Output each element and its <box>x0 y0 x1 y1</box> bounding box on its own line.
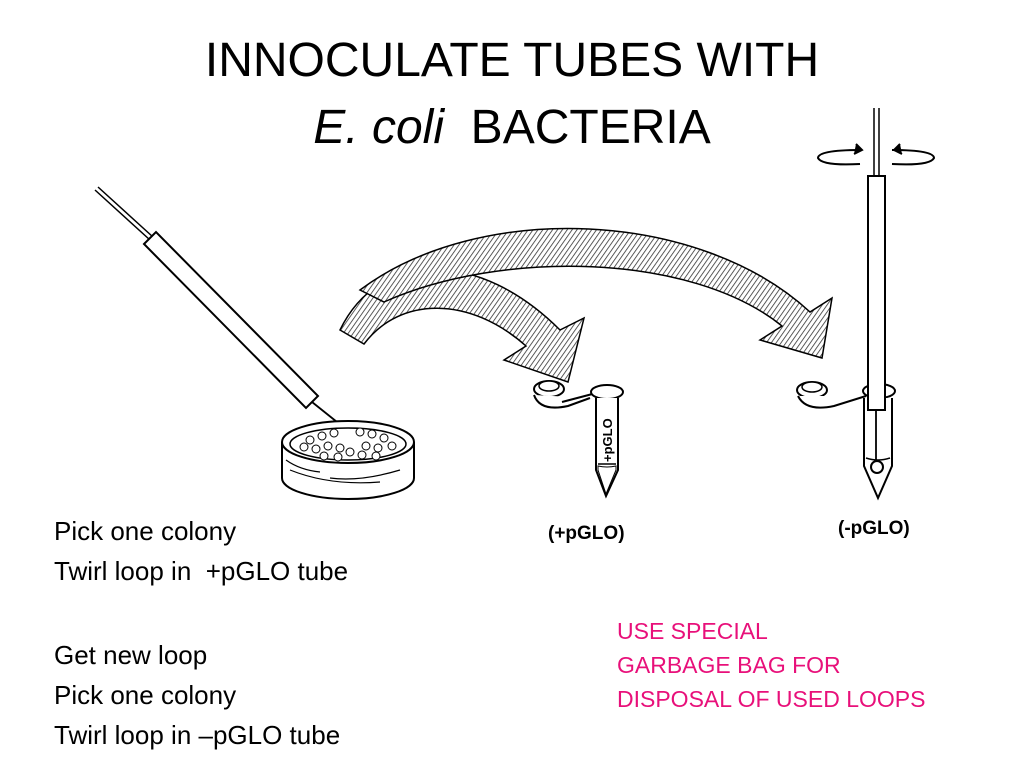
instruction-line: Twirl loop in +pGLO tube <box>54 556 349 586</box>
instruction-line: Twirl loop in –pGLO tube <box>54 720 341 750</box>
instruction-line: Get new loop <box>54 640 208 670</box>
twirl-arrows-icon <box>816 143 936 166</box>
warning-line: DISPOSAL OF USED LOOPS <box>617 686 926 712</box>
minus-pglo-tube-icon <box>796 381 896 501</box>
warning-line: USE SPECIAL <box>617 618 768 644</box>
title-bacteria-word: BACTERIA <box>470 101 711 154</box>
instruction-line: Pick one colony <box>54 516 237 546</box>
plus-pglo-label: (+pGLO) <box>548 523 625 544</box>
organism-name: E. coli <box>313 101 444 154</box>
minus-pglo-label: (-pGLO) <box>838 518 910 539</box>
warning-line: GARBAGE BAG FOR <box>617 652 841 678</box>
slide-title-line1: INNOCULATE TUBES WITH <box>204 34 820 87</box>
instructions-group-2: Get new loop Pick one colony Twirl loop … <box>54 635 340 755</box>
slide-title-line2: E. coli BACTERIA <box>0 100 1024 156</box>
tube-side-label: +pGLO <box>600 418 615 462</box>
arrow-to-minus-tube-icon <box>358 227 834 359</box>
disposal-warning: USE SPECIAL GARBAGE BAG FOR DISPOSAL OF … <box>617 614 1017 716</box>
instructions-group-1: Pick one colony Twirl loop in +pGLO tube <box>54 511 348 591</box>
instruction-line: Pick one colony <box>54 680 237 710</box>
plus-pglo-tube-icon <box>533 380 624 499</box>
loop-in-tube-icon <box>867 108 886 474</box>
petri-dish-icon <box>281 420 415 500</box>
inoculating-loop-icon <box>94 186 361 443</box>
